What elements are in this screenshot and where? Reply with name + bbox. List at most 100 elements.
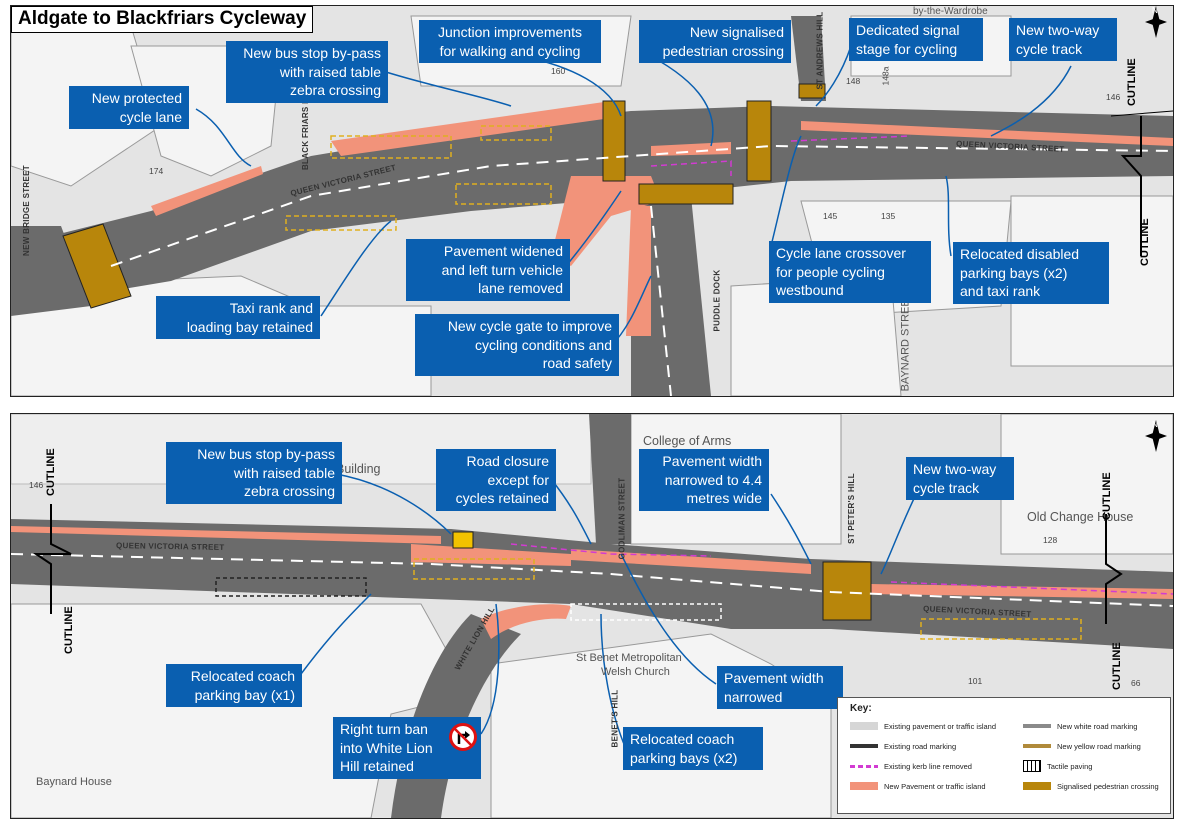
building-number: 145	[823, 211, 838, 221]
place-label: Old Change House	[1027, 510, 1134, 524]
callout-leader	[770, 493, 812, 565]
place-label: St Benet Metropolitan	[576, 652, 682, 664]
callout-leader	[550, 478, 592, 545]
callout-leader	[195, 108, 252, 167]
no-right-turn-sign-icon	[449, 723, 477, 751]
callout-leader	[320, 220, 392, 317]
callout-leader	[385, 71, 512, 107]
street-label: ST ANDREWS HILL	[815, 11, 825, 90]
street-label: BENET'S HILL	[610, 689, 620, 748]
kerb-line-removed	[890, 581, 1173, 595]
callout-leader	[945, 175, 952, 257]
centre-line-marking	[110, 144, 1173, 267]
queen-victoria-street-road	[11, 519, 1173, 649]
callout-leader	[815, 45, 852, 107]
yellow-box-marking	[413, 558, 535, 580]
cutline-marker	[1120, 116, 1142, 256]
two-way-cycle-track	[11, 526, 441, 544]
signalised-crossing	[746, 100, 772, 182]
signalised-crossing	[798, 83, 826, 99]
building-number: 66	[1131, 678, 1141, 688]
street-label: QUEEN VICTORIA STREET	[115, 541, 225, 552]
map-legend: Key: Existing pavement or traffic island…	[837, 697, 1171, 814]
legend-swatch	[850, 744, 878, 748]
cutline-label: CUTLINE	[1111, 642, 1123, 690]
building-number: 148	[846, 76, 861, 86]
legend-item: Existing road marking	[850, 740, 956, 752]
new-pavement-widened	[551, 176, 661, 266]
street-label: NEW BRIDGE STREET	[21, 165, 31, 256]
building-number: 146	[1106, 92, 1121, 102]
page-title: Aldgate to Blackfriars Cycleway	[11, 6, 314, 33]
map-panel-top: Aldgate to Blackfriars Cycleway QUEEN VI…	[10, 5, 1174, 397]
new-bridge-street-road	[11, 226, 91, 316]
new-traffic-island	[411, 544, 571, 566]
svg-text:N: N	[1152, 420, 1158, 429]
callout-leader	[600, 613, 627, 750]
callout-leader	[990, 65, 1072, 137]
legend-item: New yellow road marking	[1023, 740, 1141, 752]
cutline-label: CUTLINE	[1139, 218, 1151, 266]
building-number: 174	[149, 166, 164, 176]
new-pavement	[331, 101, 611, 156]
legend-item: Tactile paving	[1023, 760, 1092, 772]
callout-leader	[770, 135, 802, 247]
yellow-box-marking	[455, 183, 552, 205]
place-label: Building	[336, 462, 381, 476]
building-block	[1000, 414, 1173, 555]
new-pavement-narrowed	[571, 549, 811, 574]
cutline-label: CUTLINE	[1101, 472, 1113, 520]
legend-swatch	[1023, 782, 1051, 790]
two-way-cycle-track	[801, 121, 1173, 146]
street-label: BAYNARD STREET	[899, 292, 912, 392]
place-label: by-the-Wardrobe	[913, 6, 988, 17]
new-pavement	[481, 604, 571, 639]
legend-swatch	[850, 722, 878, 730]
building-number: 160	[551, 66, 566, 76]
yellow-box-marking	[920, 618, 1082, 640]
yellow-box-marking	[480, 125, 552, 141]
building-number: 146	[29, 480, 44, 490]
place-label: Welsh Church	[601, 666, 670, 678]
callout-leader	[480, 603, 500, 735]
legend-swatch	[850, 782, 878, 790]
callout-leader	[335, 473, 452, 535]
godliman-street-road	[589, 414, 631, 544]
callout-leader	[620, 553, 717, 685]
cutline-label: CUTLINE	[63, 606, 75, 654]
street-label: ST PETER'S HILL	[846, 473, 856, 544]
signalised-crossing	[62, 223, 132, 309]
building-number: 128	[1043, 535, 1058, 545]
kerb-line-removed	[510, 543, 712, 557]
cutline-marker	[32, 504, 72, 614]
callout-leader	[300, 593, 372, 675]
map-panel-bottom: QUEEN VICTORIA STREET QUEEN VICTORIA STR…	[10, 413, 1174, 819]
two-way-cycle-track	[871, 584, 1173, 599]
callout-leader	[565, 190, 622, 267]
cutline-marker	[1105, 514, 1123, 624]
building-number: 148a	[880, 66, 891, 86]
cutline-label: CUTLINE	[45, 448, 57, 496]
signalised-crossing	[638, 183, 734, 205]
kerb-line-removed	[790, 135, 912, 142]
place-label: Baynard House	[36, 776, 112, 788]
zebra-crossing	[452, 531, 474, 549]
lane-marking	[650, 205, 672, 396]
st-andrews-hill-road	[791, 16, 826, 101]
place-label: College of Arms	[643, 434, 732, 448]
street-label: PUDDLE DOCK	[712, 269, 722, 332]
